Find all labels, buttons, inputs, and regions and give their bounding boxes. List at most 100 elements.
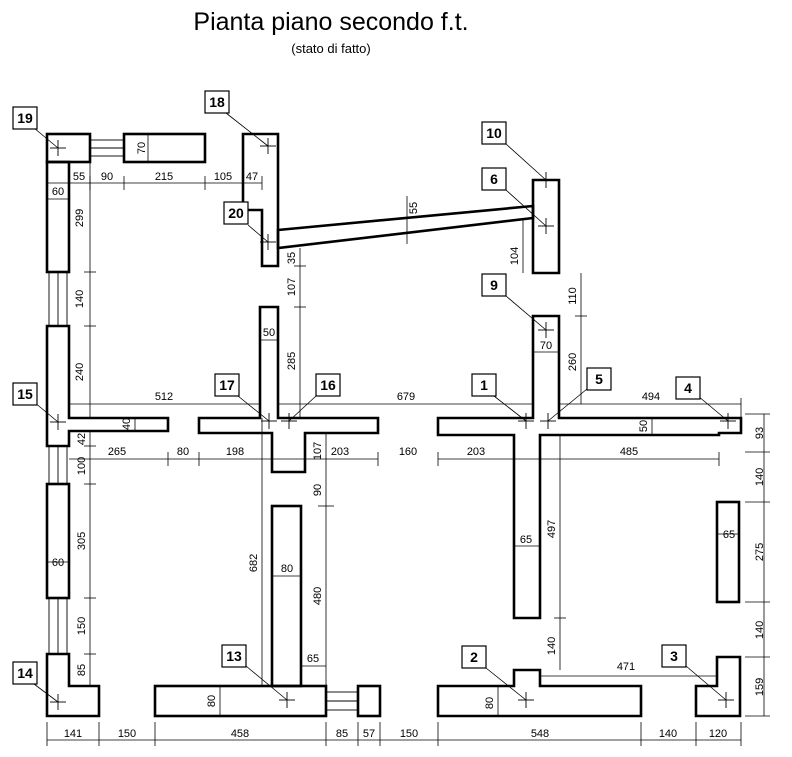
point-3: 3 [661,644,734,708]
dim-70-right: 70 [540,340,552,352]
wall-bottom-13 [153,684,328,718]
dim-top-215: 215 [155,171,173,183]
dim-140-left: 140 [74,290,86,308]
point-label-17: 17 [219,377,235,393]
wall-left-15 [45,324,170,448]
bottom-ticks [46,722,742,746]
dim-bottom-1: 141 [64,728,82,740]
point-10: 10 [481,121,554,188]
point-15: 15 [12,382,66,430]
point-14: 14 [12,661,66,710]
wall-corner-14 [45,652,101,718]
wall-left-lower [45,482,71,600]
plan-subtitle: (stato di fatto) [291,41,371,56]
point-19: 19 [12,106,66,156]
dim-top-47: 47 [246,171,258,183]
windows [48,139,359,711]
wall-bottom-2 [436,668,643,718]
dim-bottom-4: 85 [336,728,348,740]
wall-corner-3 [694,655,742,718]
walls [45,132,743,718]
wall-col-18 [241,132,280,268]
dim-140-right: 140 [546,637,558,655]
dim-93: 93 [754,427,766,439]
dim-80-bottom-right: 80 [484,697,496,709]
dim-140-far1: 140 [754,468,766,486]
dim-35: 35 [286,252,298,264]
point-label-19: 19 [17,110,33,126]
point-label-18: 18 [209,94,225,110]
dim-50-right: 50 [638,420,650,432]
dim-90: 90 [312,484,324,496]
dim-100: 100 [76,457,88,475]
plan-title: Pianta piano secondo f.t. [193,8,469,36]
dim-285: 285 [286,352,298,370]
dim-679: 679 [397,391,415,403]
dim-top-105: 105 [214,171,232,183]
point-label-16: 16 [320,377,336,393]
dim-65-right: 65 [520,534,532,546]
point-2: 2 [461,645,534,708]
point-label-3: 3 [670,648,678,664]
wall-diagonal [276,204,535,250]
dim-494: 494 [642,391,660,403]
dim-65-center: 65 [307,653,319,665]
dim-bottom-5: 57 [363,728,375,740]
point-label-20: 20 [228,205,244,221]
dim-160: 160 [399,446,417,458]
point-label-9: 9 [490,277,498,293]
wall-pillar-13 [270,504,303,688]
point-9: 9 [481,273,554,338]
dim-bottom-9: 120 [709,728,727,740]
dim-497: 497 [546,520,558,538]
dim-85-left: 85 [76,664,88,676]
point-label-14: 14 [17,665,33,681]
dim-485: 485 [620,446,638,458]
dim-70-top: 70 [136,142,148,154]
point-label-4: 4 [684,380,692,396]
point-label-1: 1 [480,377,488,393]
dim-107-mid: 107 [312,442,324,460]
wall-right-1-5 [436,314,743,620]
point-label-10: 10 [486,125,502,141]
point-17: 17 [214,373,277,429]
dim-60-top: 60 [52,186,64,198]
dim-50-left: 50 [263,327,275,339]
dim-265: 265 [108,446,126,458]
dim-512: 512 [155,391,173,403]
dim-80-mid: 80 [177,446,189,458]
wall-right-mid [715,500,741,604]
point-label-15: 15 [17,386,33,402]
dim-305: 305 [76,532,88,550]
point-20: 20 [223,201,276,250]
wall-bottom-small [356,684,382,718]
dim-bottom-2: 150 [118,728,136,740]
dim-top-55: 55 [73,171,85,183]
survey-points: 19 18 10 6 20 [12,90,736,710]
point-label-6: 6 [490,171,498,187]
dim-299: 299 [74,209,86,227]
point-1: 1 [471,373,534,429]
point-label-13: 13 [226,648,242,664]
dim-bottom-7: 548 [531,728,549,740]
dim-159: 159 [754,678,766,696]
dimension-lines [46,134,770,746]
dim-107-top: 107 [286,278,298,296]
dim-203-left: 203 [331,446,349,458]
dim-140-far2: 140 [754,621,766,639]
point-18: 18 [204,90,276,154]
dim-682: 682 [248,554,260,572]
dim-bottom-8: 140 [659,728,677,740]
dim-65-far: 65 [723,529,735,541]
point-16: 16 [281,373,341,429]
dim-42: 42 [76,433,88,445]
dim-bottom-6: 150 [400,728,418,740]
dim-40: 40 [121,418,133,430]
dim-80-bottom-left: 80 [206,695,218,707]
point-13: 13 [221,644,295,708]
dim-55-diag: 55 [408,202,420,214]
dim-198: 198 [226,446,244,458]
dimension-values: 141 150 458 85 57 150 548 140 120 55 90 … [52,142,766,740]
dim-60-lower: 60 [52,557,64,569]
